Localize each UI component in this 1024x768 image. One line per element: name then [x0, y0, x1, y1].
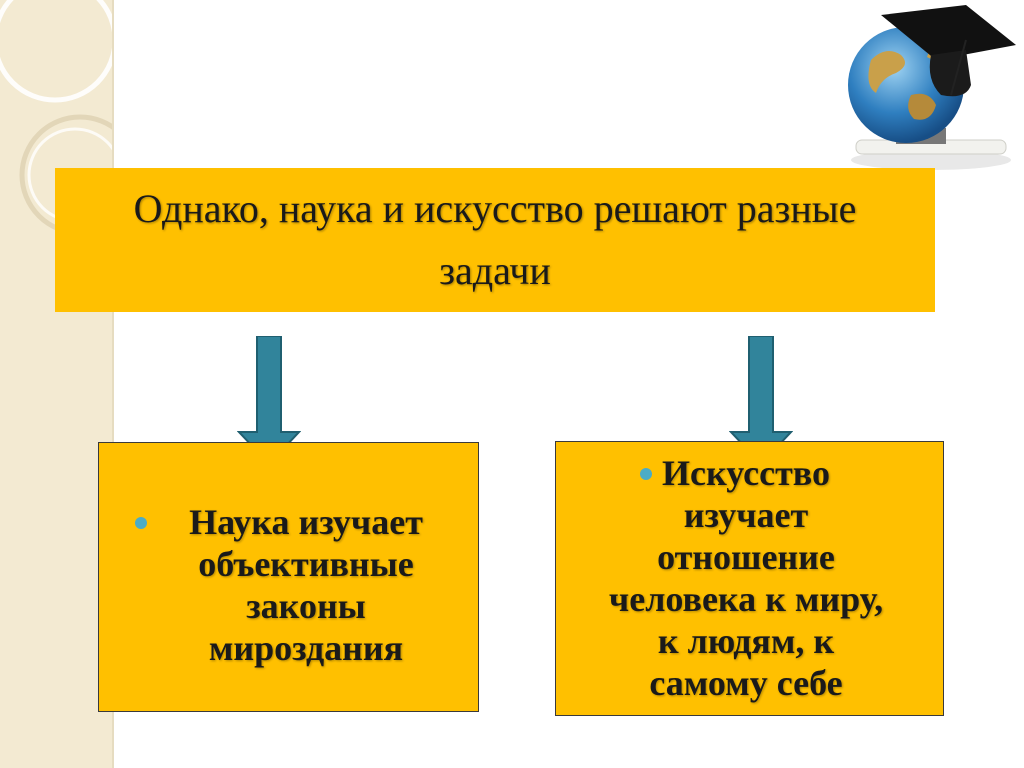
- decorative-circles: [0, 0, 112, 236]
- list-item: Наука изучает объективные законы мирозда…: [135, 501, 455, 669]
- art-text: Искусство изучает отношение человека к м…: [608, 453, 884, 703]
- title-box: Однако, наука и искусство решают разные …: [55, 168, 935, 312]
- list-item: Искусство изучает отношение человека к м…: [609, 452, 920, 704]
- bullet-icon: [135, 517, 147, 529]
- decorative-left-strip: [0, 0, 114, 768]
- science-text: Наука изучает объективные законы мирозда…: [189, 502, 423, 668]
- bullet-icon: [640, 468, 652, 480]
- globe-graduation-cap-icon: [848, 5, 1016, 170]
- art-box: Искусство изучает отношение человека к м…: [555, 441, 944, 716]
- title-text: Однако, наука и искусство решают разные …: [133, 186, 857, 293]
- science-box: Наука изучает объективные законы мирозда…: [98, 442, 479, 712]
